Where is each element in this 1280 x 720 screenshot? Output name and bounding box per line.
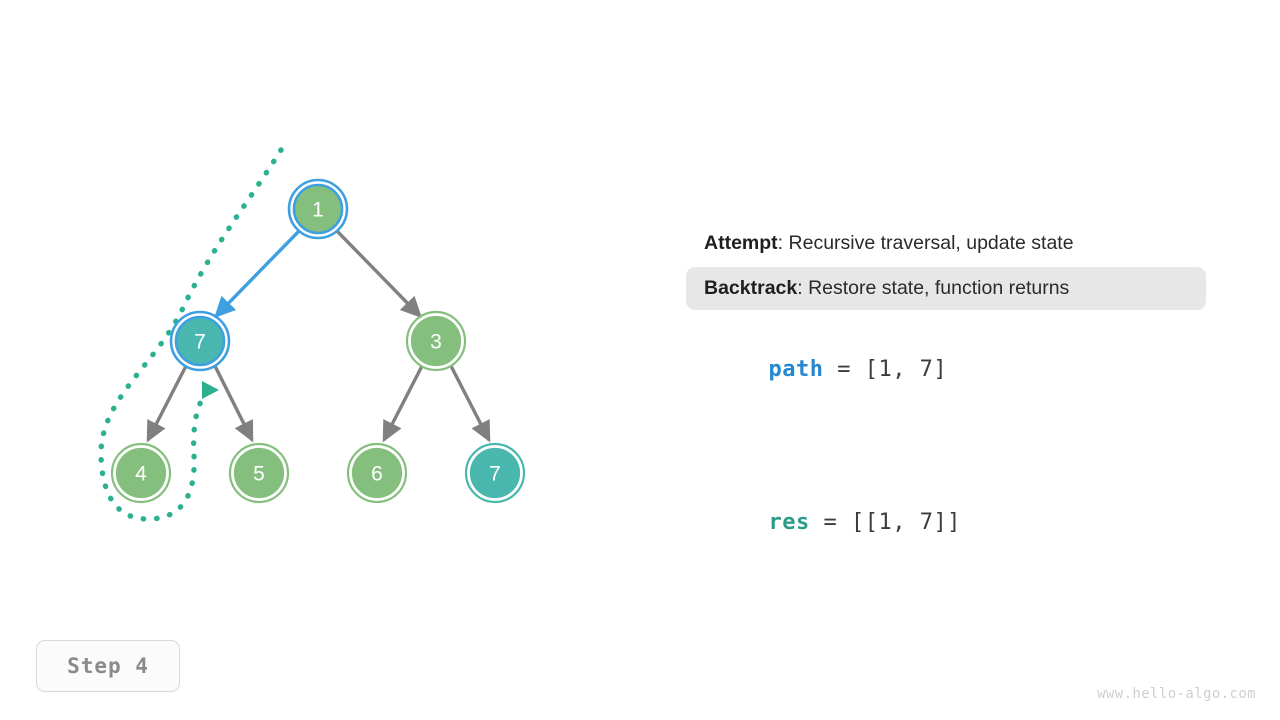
res-variable-value: = [[1, 7]] <box>809 509 961 535</box>
tree-node-6[interactable]: 6 <box>346 442 408 504</box>
step-badge-label: Step 4 <box>67 654 149 678</box>
node-label: 3 <box>430 331 442 354</box>
backtrack-separator: : <box>797 277 809 300</box>
attempt-row: Attempt: Recursive traversal, update sta… <box>686 222 1206 264</box>
binary-tree-graphic: 1 7 3 4 5 6 7 <box>98 147 526 522</box>
node-circle <box>292 183 344 235</box>
node-outer-ring <box>346 442 408 504</box>
tree-node-1[interactable]: 1 <box>287 178 349 240</box>
attempt-text: Recursive traversal, update state <box>788 232 1074 254</box>
node-label: 6 <box>371 463 383 486</box>
backtrack-term: Backtrack <box>704 277 798 300</box>
step-badge: Step 4 <box>36 640 180 692</box>
tree-node-4[interactable]: 4 <box>110 442 172 504</box>
backtracking-dotted-path <box>98 147 284 522</box>
watermark-text: www.hello-algo.com <box>1097 686 1256 702</box>
tree-node-2[interactable]: 7 <box>169 310 231 372</box>
node-outer-ring <box>169 310 231 372</box>
node-outer-ring <box>405 310 467 372</box>
tree-node-3[interactable]: 3 <box>405 310 467 372</box>
node-outer-ring <box>228 442 290 504</box>
node-label: 7 <box>489 463 501 486</box>
edge-n2-n4 <box>146 365 188 443</box>
path-variable-value: = [1, 7] <box>823 356 948 382</box>
backtrack-row: Backtrack: Restore state, function retur… <box>686 267 1206 310</box>
node-outer-ring <box>287 178 349 240</box>
path-variable-name: path <box>768 356 824 382</box>
node-label: 1 <box>312 199 324 222</box>
edge-n3-n6 <box>382 365 424 443</box>
edge-n2-n5 <box>213 365 254 443</box>
tree-node-7[interactable]: 7 <box>464 442 526 504</box>
node-circle <box>233 447 285 499</box>
tree-edges <box>146 229 491 443</box>
node-label: 5 <box>253 463 265 486</box>
res-variable-name: res <box>768 509 810 535</box>
res-state-line: res = [[1, 7]] <box>686 485 1206 560</box>
node-label: 4 <box>135 463 147 486</box>
info-panel: Attempt: Recursive traversal, update sta… <box>686 222 1206 560</box>
path-state-line: path = [1, 7] <box>686 332 1206 407</box>
node-label: 7 <box>194 331 206 354</box>
node-circle <box>174 315 226 367</box>
node-circle <box>351 447 403 499</box>
watermark: www.hello-algo.com <box>1097 686 1256 702</box>
node-outer-ring <box>110 442 172 504</box>
node-circle <box>115 447 167 499</box>
edge-n1-n3 <box>335 229 422 318</box>
tree-node-5[interactable]: 5 <box>228 442 290 504</box>
node-outer-ring <box>464 442 526 504</box>
attempt-separator: : <box>777 232 789 254</box>
node-circle <box>469 447 521 499</box>
edge-n1-n2 <box>214 229 301 318</box>
node-circle <box>410 315 462 367</box>
edge-n3-n7 <box>449 365 491 443</box>
backtrack-text: Restore state, function returns <box>808 277 1070 300</box>
attempt-term: Attempt <box>704 232 778 254</box>
traversal-marker-triangle <box>202 381 219 399</box>
